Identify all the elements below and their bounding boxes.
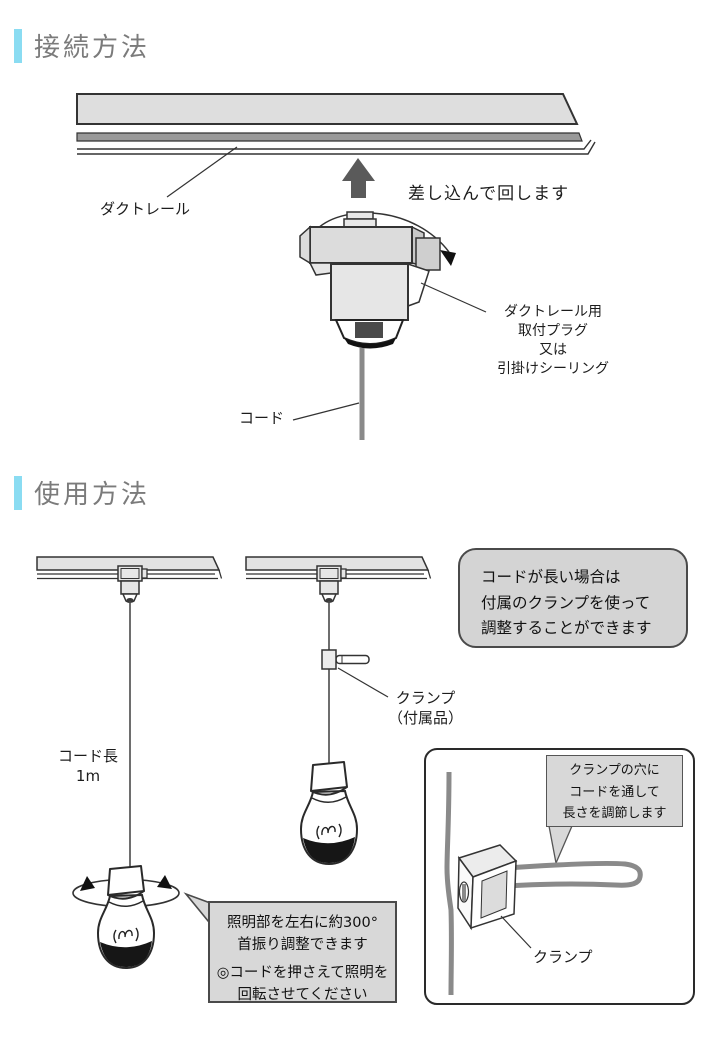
middle-bulb — [300, 761, 358, 865]
left-bulb — [97, 865, 155, 969]
duct-rail-label: ダクトレール — [100, 200, 191, 218]
rail-leader-line — [166, 146, 238, 198]
cord-length-label: コード長 1m — [57, 747, 118, 785]
left-plug — [117, 565, 148, 603]
duct-rail-illustration — [76, 93, 596, 155]
clamp-on-cord — [321, 649, 370, 670]
plug-illustration — [299, 211, 441, 349]
clamp-detail-box — [424, 748, 695, 1005]
section-title: 使用方法 — [34, 480, 151, 510]
swivel-note-bubble: 照明部を左右に約300° 首振り調整できます ◎コードを押さえて照明を 回転させ… — [208, 901, 397, 1003]
clamp-accessory-label: クランプ （付属品） — [388, 689, 464, 727]
section-title: 接続方法 — [34, 33, 151, 63]
clamp-hole-note-bubble: クランプの穴に コードを通して 長さを調節します — [546, 755, 683, 827]
plug-name-label: ダクトレール用 取付プラグ 又は 引掛けシーリング — [497, 304, 609, 377]
header-accent-bar — [14, 475, 22, 510]
clamp-detail-label: クランプ — [533, 948, 593, 966]
insert-turn-label: 差し込んで回します — [408, 184, 570, 204]
section-header-connection: 接続方法 — [14, 27, 150, 64]
clamp-detail-illustration — [444, 771, 643, 996]
middle-plug — [316, 565, 347, 603]
cord-label: コード — [239, 409, 285, 427]
long-cord-note: コードが長い場合は 付属のクランプを使って 調整することができます — [458, 548, 688, 648]
section-header-usage: 使用方法 — [14, 474, 150, 511]
cord-leader-line — [292, 402, 360, 421]
up-arrow-icon — [342, 158, 375, 198]
header-accent-bar — [14, 28, 22, 63]
clamp-leader-line — [337, 667, 389, 698]
plug-leader-line — [420, 282, 487, 313]
